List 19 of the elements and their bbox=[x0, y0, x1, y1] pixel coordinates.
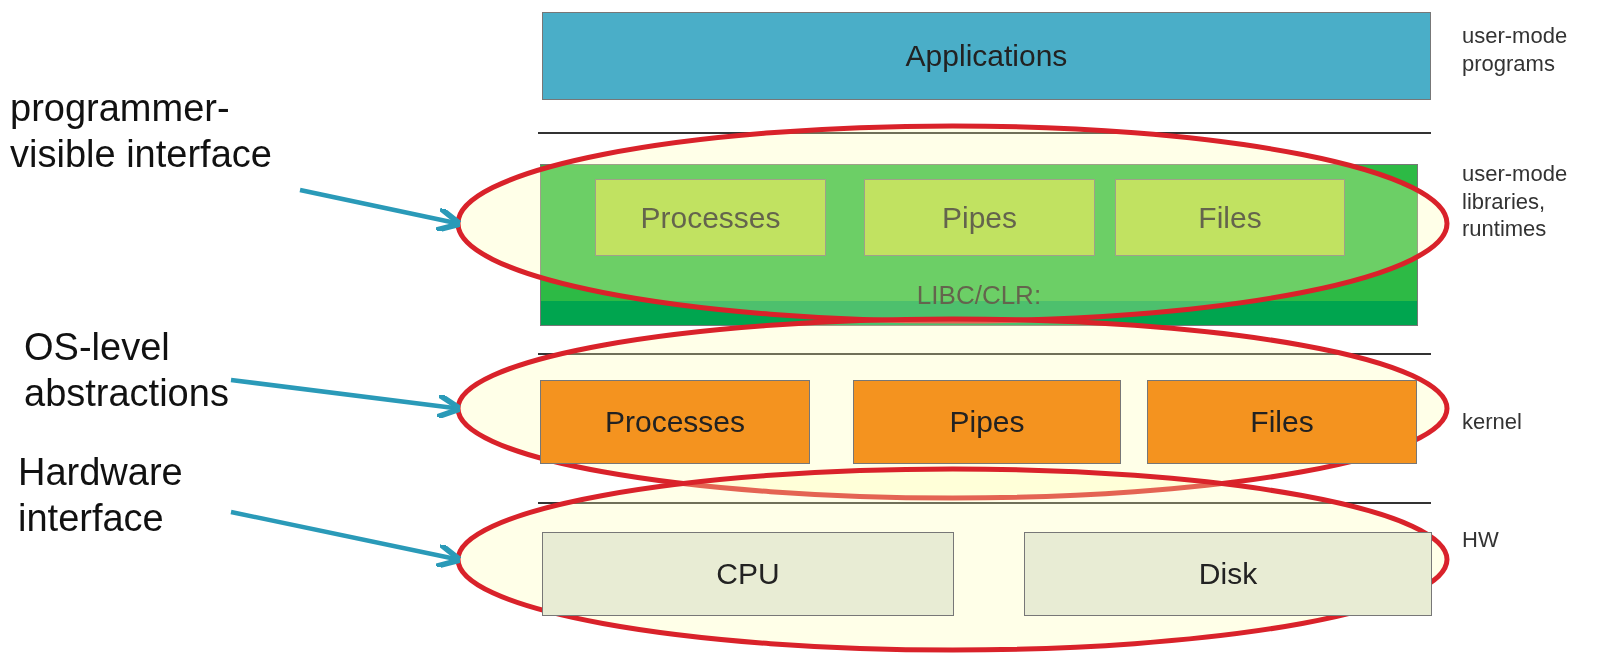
abstraction-box: Processes bbox=[540, 380, 810, 464]
arrow bbox=[230, 509, 463, 570]
layer-box: Applications bbox=[542, 12, 1431, 100]
layer-label: kernel bbox=[1462, 408, 1523, 436]
layer-label: user-mode programs bbox=[1462, 22, 1569, 77]
layer-label: HW bbox=[1462, 526, 1500, 554]
abstraction-box: Processes bbox=[595, 179, 826, 256]
hardware-box: CPU bbox=[542, 532, 954, 616]
annotation-text: Hardware interface bbox=[18, 447, 248, 545]
abstraction-box: Files bbox=[1147, 380, 1417, 464]
abstraction-box: Pipes bbox=[864, 179, 1095, 256]
abstraction-box: Files bbox=[1115, 179, 1345, 256]
abstraction-box: Pipes bbox=[853, 380, 1121, 464]
annotation-text: OS-level abstractions bbox=[24, 323, 294, 418]
hardware-box: Disk bbox=[1024, 532, 1432, 616]
highlight-ellipse bbox=[455, 466, 1450, 653]
annotation-text: programmer-visible interface bbox=[10, 77, 310, 187]
arrow bbox=[299, 187, 463, 234]
layer-label: user-mode libraries, runtimes bbox=[1462, 160, 1569, 243]
